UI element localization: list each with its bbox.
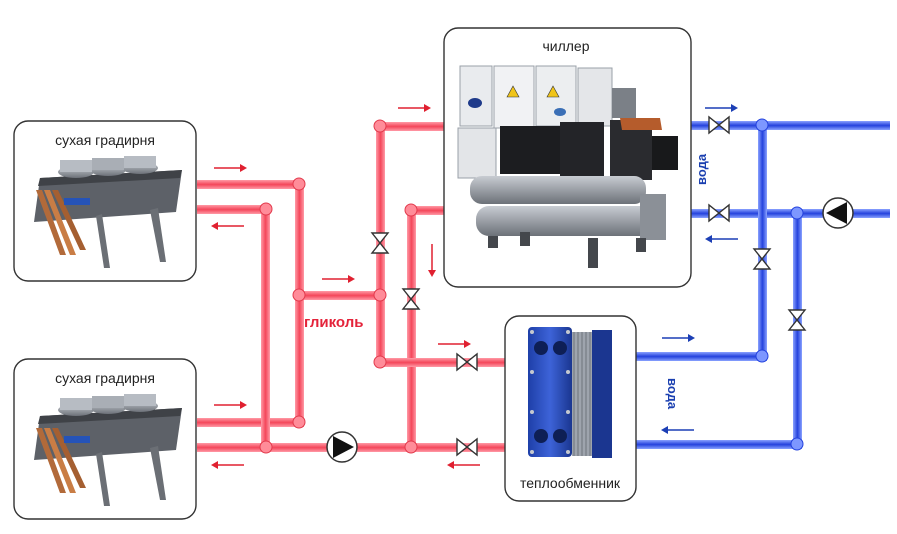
valve-icon xyxy=(456,437,478,457)
pipe-junction xyxy=(790,437,804,451)
dry-cooler-top: сухая градирня xyxy=(13,120,197,282)
glycol-pipe xyxy=(197,180,300,189)
glycol-pipe xyxy=(407,206,444,215)
pipe-junction xyxy=(259,202,273,216)
pipe-junction xyxy=(259,440,273,454)
glycol-flow-arrows xyxy=(211,104,480,469)
pipe-junction xyxy=(790,206,804,220)
chiller-label: чиллер xyxy=(542,38,589,54)
pipe-junction xyxy=(373,288,387,302)
flow-arrow-icon xyxy=(214,164,247,172)
valve-icon xyxy=(708,203,730,223)
heat-exchanger: теплообменник xyxy=(504,315,637,502)
dry-cooler-image xyxy=(34,394,182,506)
glycol-label: гликоль xyxy=(304,314,363,331)
flow-arrow-icon xyxy=(322,275,355,283)
glycol-pipe xyxy=(295,291,385,300)
valves xyxy=(370,115,807,457)
flow-arrow-icon xyxy=(211,461,244,469)
pump-icon xyxy=(326,431,358,463)
valve-icon xyxy=(708,115,730,135)
chiller: чиллер xyxy=(443,27,692,288)
glycol-pipe xyxy=(261,205,270,452)
water-pipe xyxy=(758,121,767,361)
glycol-pipe xyxy=(197,443,540,452)
water-label-bottom: вода xyxy=(665,378,680,410)
glycol-pipe xyxy=(197,205,267,214)
pipe-junction xyxy=(755,118,769,132)
plate-heat-exchanger-image xyxy=(528,327,612,458)
flow-arrow-icon xyxy=(398,104,431,112)
glycol-pipe xyxy=(407,206,416,452)
valve-icon xyxy=(401,288,421,310)
heat-exchanger-label: теплообменник xyxy=(520,475,621,491)
water-pipe xyxy=(636,352,767,361)
pipe-junction xyxy=(292,288,306,302)
glycol-pipe xyxy=(197,418,300,427)
flow-arrow-icon xyxy=(211,222,244,230)
flow-arrow-icon xyxy=(705,104,738,112)
flow-arrow-icon xyxy=(705,235,738,243)
glycol-pipe xyxy=(376,122,444,131)
valve-icon xyxy=(787,309,807,331)
water-pipe xyxy=(690,121,890,130)
glycol-pipe xyxy=(295,180,304,427)
flow-arrow-icon xyxy=(214,401,247,409)
dry-cooler-top-label: сухая градирня xyxy=(55,132,155,148)
flow-arrow-icon xyxy=(662,334,695,342)
pipe-junction xyxy=(292,177,306,191)
flow-arrow-icon xyxy=(438,340,471,348)
dry-cooler-bottom-label: сухая градирня xyxy=(55,370,155,386)
dry-cooler-image xyxy=(34,156,182,268)
pipe-junction xyxy=(755,349,769,363)
chiller-image xyxy=(457,65,678,268)
water-pipe xyxy=(690,209,890,218)
water-label-top: вода xyxy=(694,153,709,185)
valve-icon xyxy=(370,232,390,254)
flow-arrow-icon xyxy=(428,244,436,277)
valve-icon xyxy=(456,352,478,372)
dry-cooler-bottom: сухая градирня xyxy=(13,358,197,520)
pipe-junction xyxy=(404,203,418,217)
water-flow-arrows xyxy=(661,104,738,434)
pipe-junction xyxy=(373,355,387,369)
water-pipe xyxy=(636,440,802,449)
valve-icon xyxy=(752,248,772,270)
pipe-junction xyxy=(292,415,306,429)
flow-arrow-icon xyxy=(661,426,694,434)
flow-arrow-icon xyxy=(447,461,480,469)
pipe-junction xyxy=(404,440,418,454)
glycol-pipe xyxy=(376,358,506,367)
pipe-junction xyxy=(373,119,387,133)
pump-icon xyxy=(822,197,854,229)
